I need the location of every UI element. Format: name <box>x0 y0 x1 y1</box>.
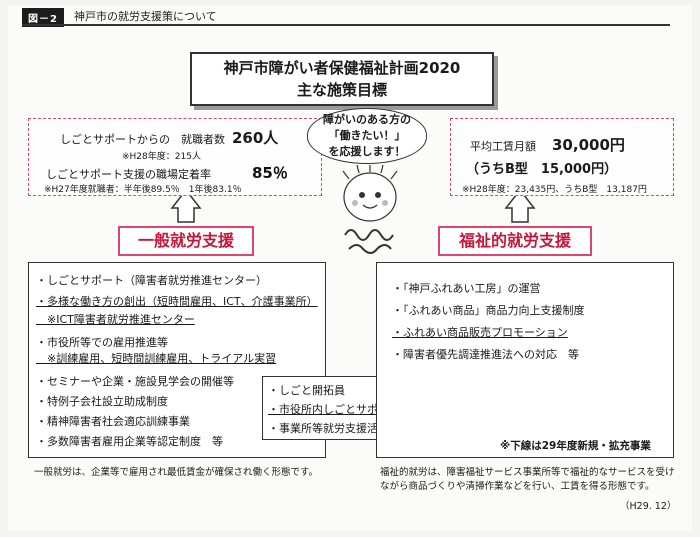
plan-title-line2: 主な施策目標 <box>296 81 387 99</box>
general-employment-label: 一般就労支援 <box>118 226 254 256</box>
bubble-line1: 障がいのある方の <box>323 113 411 126</box>
retention-label: しごとサポート支援の職場定着率 <box>46 168 211 181</box>
left-item-3: ※ICT障害者就労推進センター <box>36 313 195 326</box>
welfare-definition-2: ながら商品づくりや清掃作業などを行い、工賃を得る形態です。 <box>380 481 655 492</box>
typeb-value: （うちB型 15,000円） <box>466 162 618 177</box>
plan-title-box: 神戸市障がい者保健福祉計画2020 主な施策目標 <box>190 52 494 106</box>
retention-value: 85％ <box>252 164 288 182</box>
general-definition: 一般就労は、企業等で雇用され最低賃金が確保され働く形態です。 <box>34 467 319 478</box>
header-rule <box>22 24 670 26</box>
left-item-5: ※訓練雇用、短時間訓練雇用、トライアル実習 <box>36 352 277 365</box>
left-up-arrow <box>170 188 202 223</box>
wage-note: ※H28年度：23,435円、うちB型 13,187円 <box>462 185 647 195</box>
welfare-definition-1: 福祉的就労は、障害福祉サービス事業所等で福祉的なサービスを受け <box>380 467 675 478</box>
bubble-line2: 「働きたい！」 <box>328 129 406 142</box>
bubble-line3: を応援します！ <box>328 145 406 158</box>
wage-value: 30,000円 <box>552 136 625 154</box>
left-item-7: ・特例子会社設立助成制度 <box>36 395 168 408</box>
left-item-9: ・多数障害者雇用企業等認定制度 等 <box>36 435 223 448</box>
figure-title: 神戸市の就労支援策について <box>74 10 217 23</box>
right-item-1: ・「神戸ふれあい工房」の運営 <box>392 282 541 295</box>
employed-value: 260人 <box>232 129 279 147</box>
plan-title-line1: 神戸市障がい者保健福祉計画2020 <box>223 59 461 77</box>
left-item-4: ・市役所等での雇用推進等 <box>36 336 168 349</box>
employed-note: ※H28年度：215人 <box>122 152 201 162</box>
left-item-1: ・しごとサポート（障害者就労推進センター） <box>36 274 267 287</box>
welfare-support-panel <box>376 262 674 458</box>
retention-note: ※H27年度就職者：半年後89.5％ 1年後83.1％ <box>44 185 242 195</box>
new-items-note: ※下線は29年度新規・拡充事業 <box>500 440 651 452</box>
center-item-2: ・市役所内しごとサポーター <box>268 403 411 416</box>
right-item-2: ・「ふれあい商品」商品力向上支援制度 <box>392 304 585 317</box>
right-targets-box <box>450 118 674 196</box>
left-item-6: ・セミナーや企業・施設見学会の開催等 <box>36 375 234 388</box>
right-item-3: ・ふれあい商品販売プロモーション <box>392 326 568 339</box>
left-item-2: ・多様な働き方の創出（短時間雇用、ICT、介護事業所） <box>36 295 318 308</box>
speech-bubble: 障がいのある方の 「働きたい！」 を応援します！ <box>307 108 427 164</box>
left-item-8: ・精神障害者社会適応訓練事業 <box>36 415 190 428</box>
center-item-3: ・事業所等就労支援活動事業 <box>268 422 411 435</box>
wage-label: 平均工賃月額 <box>470 140 536 153</box>
right-item-4: ・障害者優先調達推進法への対応 等 <box>392 348 579 361</box>
mascot-illustration <box>342 165 398 254</box>
employed-label: しごとサポートからの 就職者数 <box>60 133 225 146</box>
right-up-arrow <box>504 188 536 223</box>
publication-date: （H29. 12） <box>620 501 677 512</box>
figure-tag: 図－2 <box>22 8 64 27</box>
welfare-employment-label: 福祉的就労支援 <box>438 226 592 256</box>
left-targets-box <box>28 118 322 196</box>
center-item-1: ・しごと開拓員 <box>268 384 345 397</box>
